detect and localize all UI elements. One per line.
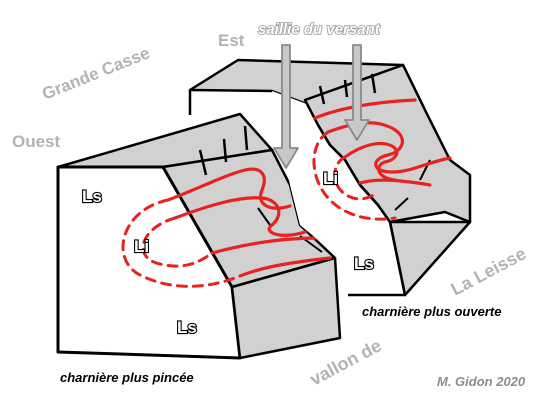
credit-text: M. Gidon 2020 <box>437 374 526 389</box>
label-charniere-plus-ouverte: charnière plus ouverte <box>362 304 501 319</box>
right-fold-hidden-trace-inner <box>333 155 380 201</box>
unit-li-left: Li <box>134 237 149 256</box>
left-block-bottom-face <box>230 256 342 360</box>
label-ouest: Ouest <box>12 132 61 151</box>
label-la-leisse: La Leisse <box>447 243 529 299</box>
left-block-ridge-ticks <box>198 125 249 176</box>
left-fold-trace-1 <box>166 167 292 210</box>
right-fold-hidden-traces <box>312 130 397 221</box>
left-fold-traces <box>166 167 332 278</box>
right-fold-trace-4 <box>358 178 432 187</box>
right-block-ridge-ticks <box>318 73 377 105</box>
right-fold-trace-2 <box>326 121 452 174</box>
label-est: Est <box>218 31 245 50</box>
right-fold-trace-3 <box>343 141 399 182</box>
left-fold-hidden-trace-outer <box>121 198 242 288</box>
unit-ls-lower-left: Ls <box>177 318 197 337</box>
right-block-front-outline <box>188 90 407 297</box>
left-fold-trace-3 <box>210 236 320 255</box>
left-block <box>56 112 342 360</box>
unit-ls-right: Ls <box>354 254 374 273</box>
unit-li-right: Li <box>323 169 338 188</box>
right-block-front <box>272 91 405 295</box>
label-charniere-plus-pincee: charnière plus pincée <box>60 370 194 385</box>
left-fold-trace-4 <box>238 256 332 278</box>
right-fold-hidden-trace-outer <box>312 130 397 221</box>
label-grande-casse: Grande Casse <box>39 43 152 103</box>
unit-ls-upper-left: Ls <box>82 187 102 206</box>
saillie-arrow-right <box>344 44 370 141</box>
unit-labels: Ls Li Ls Li Ls <box>81 168 375 338</box>
caption-labels: charnière plus pincée charnière plus ouv… <box>60 304 526 389</box>
left-fold-trace-2 <box>173 196 307 237</box>
saillie-arrow-left <box>273 44 299 169</box>
label-saillie-du-versant: saillie du versant <box>258 21 381 38</box>
left-fold-hidden-trace-inner <box>141 216 214 268</box>
saillie-arrows <box>273 44 370 169</box>
left-fold-hidden-traces <box>121 198 242 288</box>
